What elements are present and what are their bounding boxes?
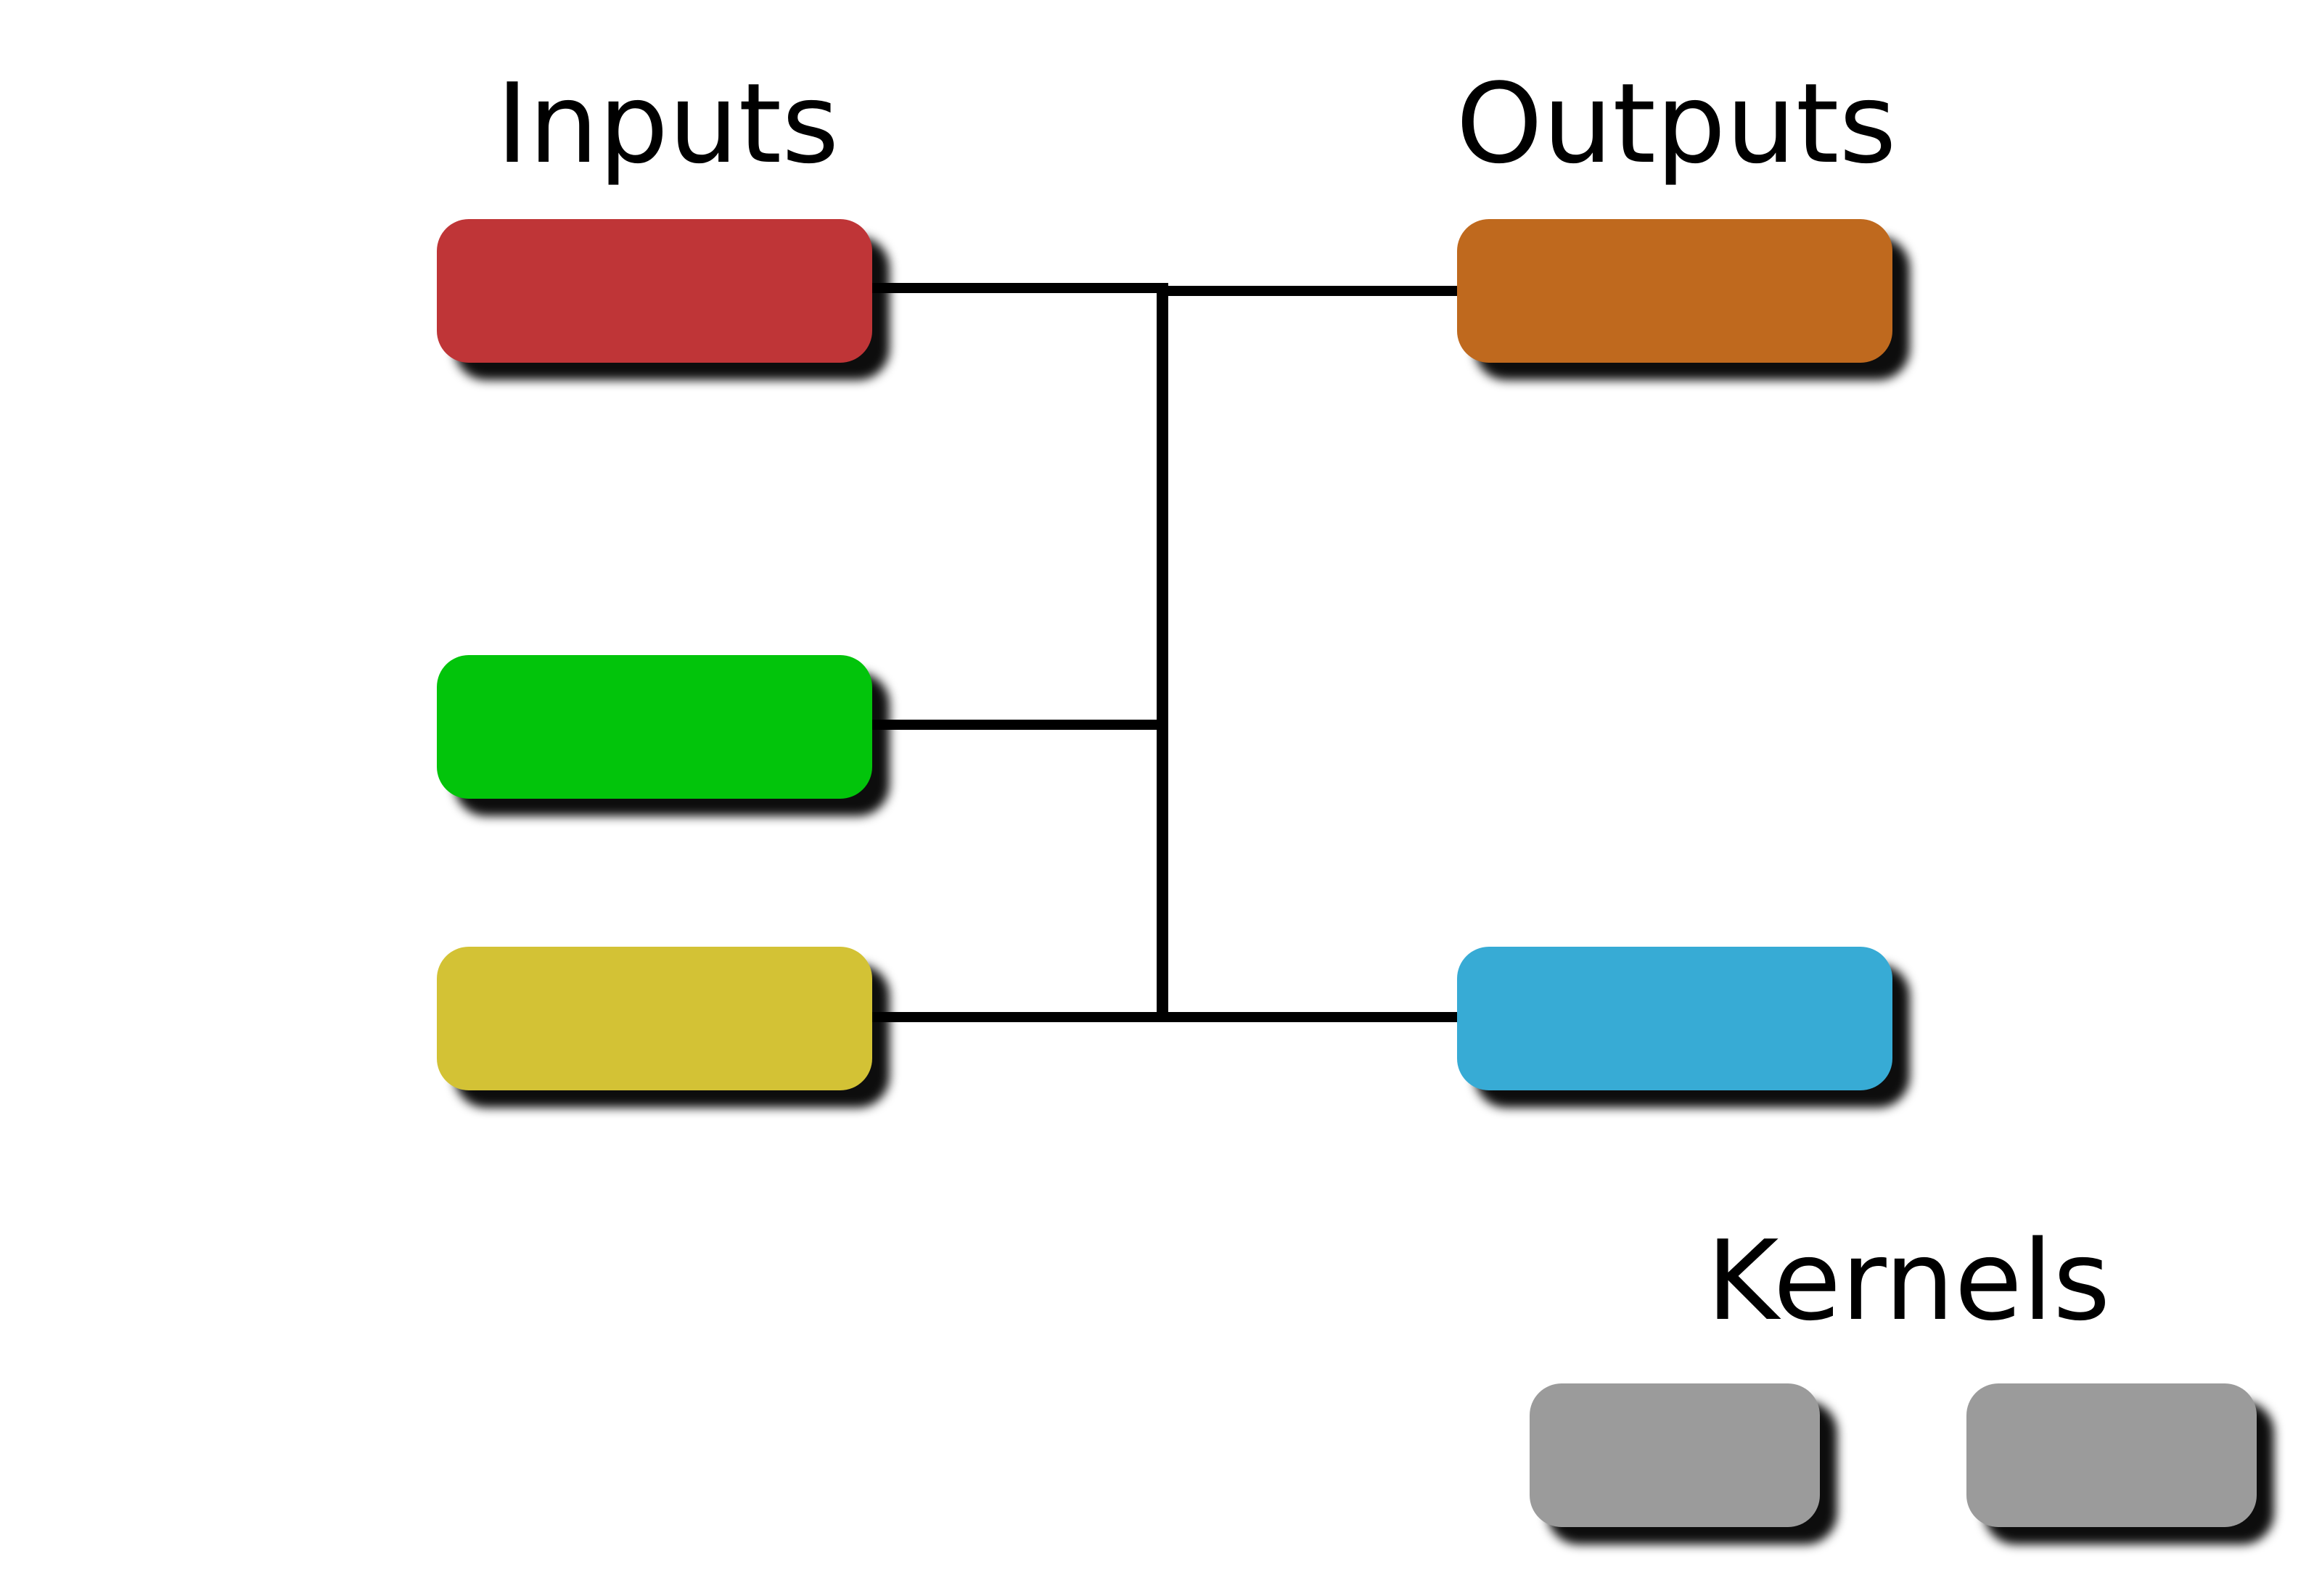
output-box-blue bbox=[1457, 947, 1892, 1090]
input-box-red bbox=[437, 219, 872, 363]
input-box-yellow bbox=[437, 947, 872, 1090]
kernels-heading: Kernels bbox=[1706, 1217, 2111, 1345]
wire-output-2 bbox=[1161, 1012, 1466, 1022]
wire-trunk bbox=[1157, 283, 1168, 1022]
wire-input-2 bbox=[871, 720, 1161, 730]
outputs-heading: Outputs bbox=[1456, 59, 1897, 188]
wire-output-1 bbox=[1161, 286, 1466, 296]
kernel-box-2 bbox=[1966, 1383, 2257, 1527]
output-box-orange bbox=[1457, 219, 1892, 363]
inputs-heading: Inputs bbox=[496, 59, 840, 188]
input-box-green bbox=[437, 655, 872, 799]
wire-input-1 bbox=[871, 283, 1161, 293]
wire-input-3 bbox=[871, 1012, 1161, 1022]
kernel-box-1 bbox=[1530, 1383, 1820, 1527]
